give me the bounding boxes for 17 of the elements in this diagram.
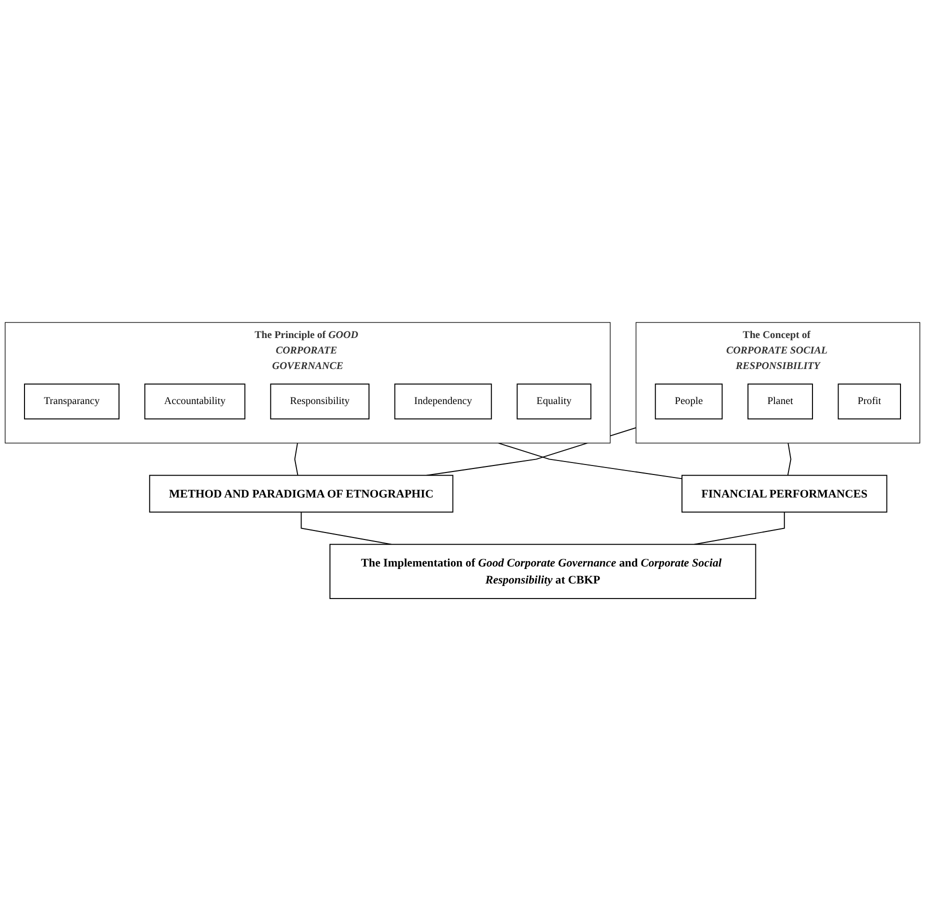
connector xyxy=(787,442,792,476)
node-box: The Implementation of Good Corporate Governance and Corporate Social Responsibility at CBKP xyxy=(329,544,756,600)
connector xyxy=(694,512,785,545)
node-box: Transparancy xyxy=(24,384,120,420)
node-box: Independency xyxy=(394,384,492,420)
node-box: People xyxy=(654,384,723,420)
node-box: METHOD AND PARADIGMA OF ETNOGRAPHIC xyxy=(149,474,454,513)
node-box: Profit xyxy=(838,384,901,420)
node-box: Planet xyxy=(747,384,813,420)
connector xyxy=(426,427,636,476)
node-box: Equality xyxy=(516,384,592,420)
node-box: FINANCIAL PERFORMANCES xyxy=(682,474,888,513)
connector xyxy=(300,512,392,545)
node-box: Accountability xyxy=(144,384,246,420)
node-box: Responsibility xyxy=(270,384,370,420)
connector xyxy=(498,442,682,480)
connector xyxy=(294,442,298,476)
